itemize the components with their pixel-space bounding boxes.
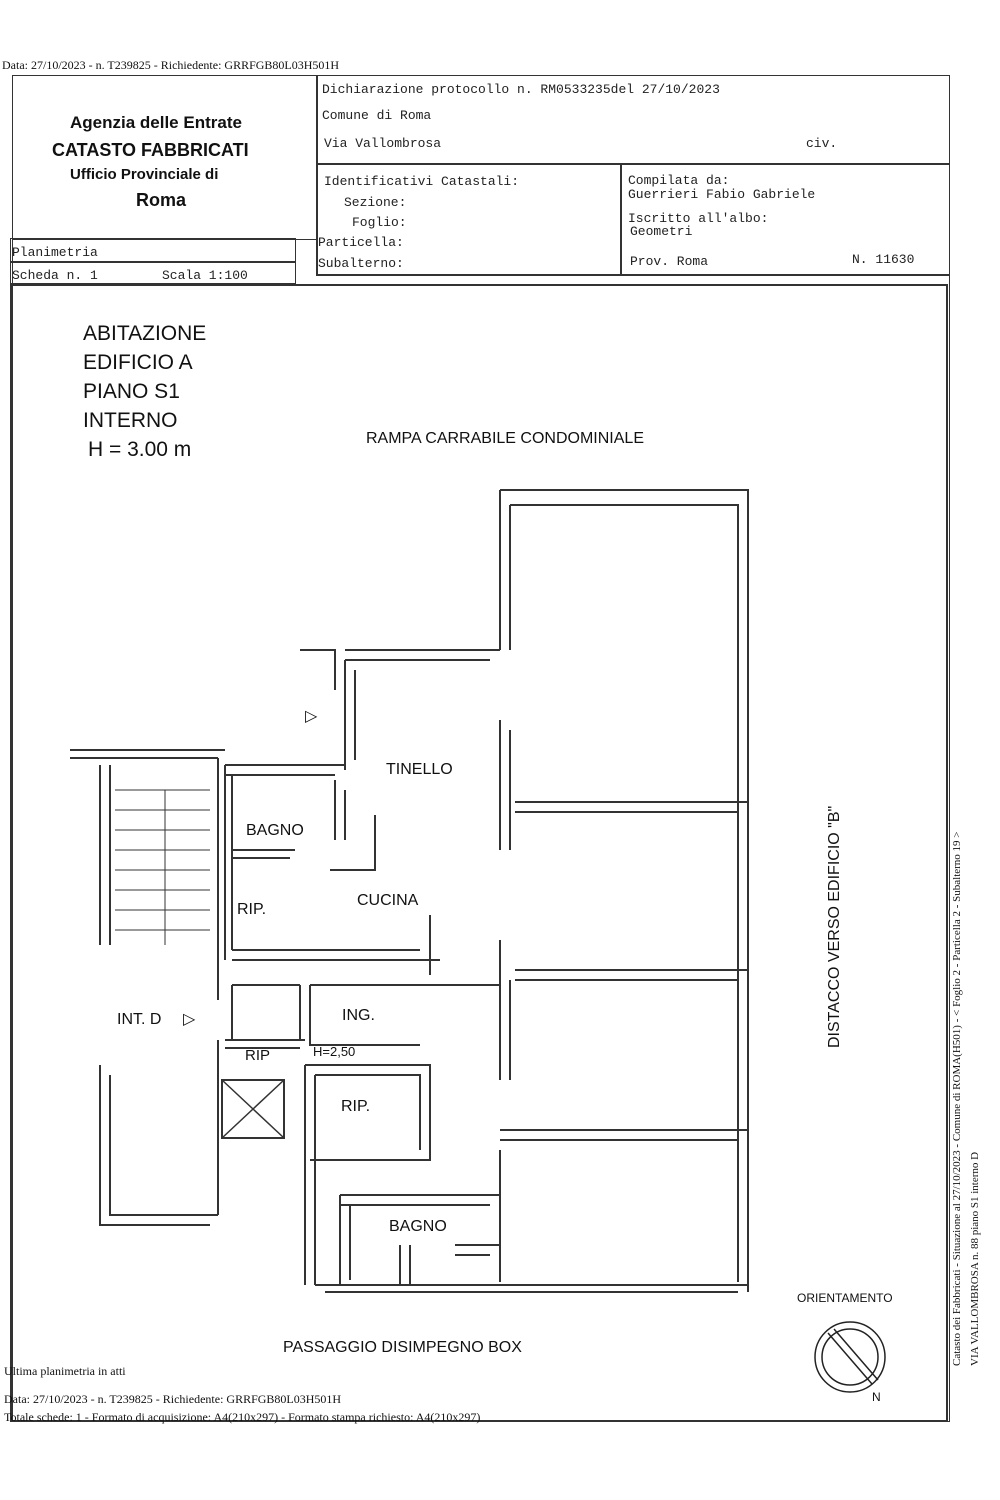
- sheet-divider: [10, 261, 296, 263]
- side-stamp-1: Catasto dei Fabbricati - Situazione al 2…: [951, 831, 963, 1366]
- north-label: N: [872, 1390, 881, 1404]
- ultima-planimetria: Ultima planimetria in atti: [4, 1364, 126, 1378]
- height-note: H=2,50: [313, 1044, 356, 1059]
- room-rip-small: RIP: [245, 1047, 271, 1064]
- scala-label: Scala 1:100: [162, 268, 248, 283]
- orientamento-label: ORIENTAMENTO: [797, 1291, 893, 1305]
- header-hline: [316, 163, 950, 165]
- compiled-name: Guerrieri Fabio Gabriele: [628, 187, 816, 202]
- subalterno-label: Subalterno:: [318, 256, 404, 271]
- rampa-label: RAMPA CARRABILE CONDOMINIALE: [366, 430, 644, 447]
- ufficio-city: Roma: [136, 190, 187, 210]
- catasto-title: CATASTO FABBRICATI: [52, 140, 249, 160]
- room-rip-upper: RIP.: [237, 901, 267, 918]
- agency-name: Agenzia delle Entrate: [70, 113, 242, 132]
- room-ingresso: ING.: [342, 1007, 375, 1024]
- sheet-title: Planimetria: [12, 245, 98, 260]
- albo-value: Geometri: [630, 224, 693, 239]
- prov-value: Prov. Roma: [630, 254, 709, 269]
- particella-label: Particella:: [318, 235, 404, 250]
- room-tinello: TINELLO: [386, 761, 453, 778]
- foglio-label: Foglio:: [352, 215, 407, 230]
- header-divider: [316, 75, 318, 275]
- protocol-line: Dichiarazione protocollo n. RM0533235del…: [322, 82, 720, 97]
- plan-title-5: H = 3.00 m: [88, 438, 192, 461]
- room-cucina: CUCINA: [357, 892, 419, 909]
- civ-label: civ.: [806, 136, 838, 151]
- passaggio-label: PASSAGGIO DISIMPEGNO BOX: [283, 1339, 522, 1356]
- entrance-arrow-upper-icon: ▷: [305, 708, 318, 725]
- compiled-divider: [620, 163, 622, 275]
- agency-box: [12, 75, 317, 240]
- room-bagno-upper: BAGNO: [246, 822, 304, 839]
- int-d-label: INT. D: [117, 1011, 162, 1028]
- identifiers-title: Identificativi Catastali:: [324, 174, 520, 189]
- plan-title-4: INTERNO: [83, 409, 178, 432]
- compiled-label: Compilata da:: [628, 173, 730, 188]
- albo-number: N. 11630: [852, 252, 915, 267]
- scheda-label: Scheda n. 1: [12, 268, 98, 283]
- comune-line: Comune di Roma: [322, 108, 432, 123]
- albo-label: Iscritto all'albo:: [628, 211, 769, 226]
- header-meta: Data: 27/10/2023 - n. T239825 - Richiede…: [2, 58, 340, 72]
- room-rip-lower: RIP.: [341, 1098, 371, 1115]
- side-stamp-2: VIA VALLOMBROSA n. 88 piano S1 interno D: [969, 1151, 981, 1366]
- plan-title-3: PIANO S1: [83, 380, 180, 403]
- ufficio-label: Ufficio Provinciale di: [70, 166, 219, 183]
- room-bagno-lower: BAGNO: [389, 1218, 447, 1235]
- entrance-arrow-icon: ▷: [183, 1011, 196, 1028]
- footer-schede: Totale schede: 1 - Formato di acquisizio…: [4, 1410, 481, 1424]
- header-bottom: [316, 274, 950, 276]
- distacco-label: DISTACCO VERSO EDIFICIO "B": [826, 805, 843, 1048]
- footer-meta: Data: 27/10/2023 - n. T239825 - Richiede…: [4, 1392, 342, 1406]
- plan-title-1: ABITAZIONE: [83, 322, 207, 345]
- via-line: Via Vallombrosa: [324, 136, 442, 151]
- plan-title-2: EDIFICIO A: [83, 351, 193, 374]
- drawing-frame: [10, 284, 948, 1422]
- sezione-label: Sezione:: [344, 195, 407, 210]
